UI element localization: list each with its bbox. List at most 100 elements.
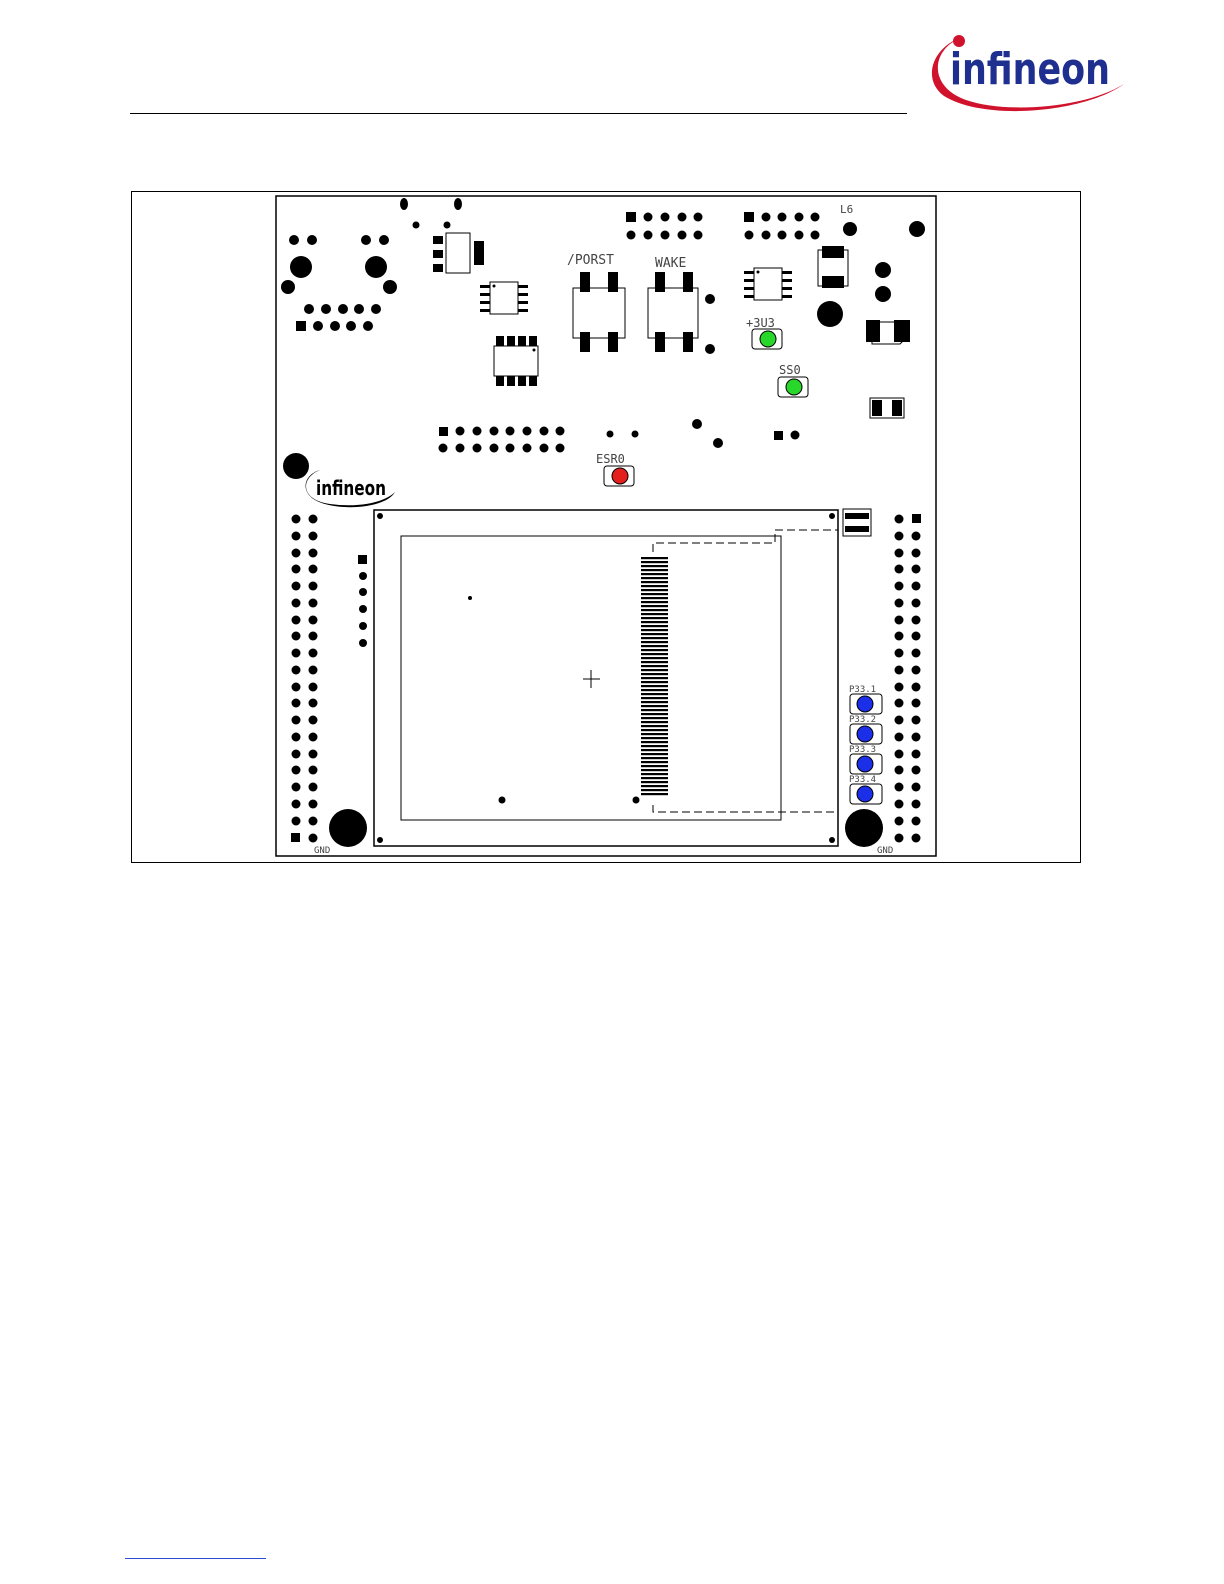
footer-link-rule bbox=[125, 1558, 266, 1559]
connector-pin bbox=[641, 637, 668, 639]
connector-pin bbox=[641, 685, 668, 687]
center-crosshair bbox=[583, 670, 600, 688]
connector-outline-dashed bbox=[653, 530, 838, 812]
connector-pin bbox=[641, 633, 668, 635]
connector-pin bbox=[641, 777, 668, 779]
connector-pin bbox=[641, 665, 668, 667]
connector-pin bbox=[641, 733, 668, 735]
pcb-layout-diagram: L6 /PORST WAKE bbox=[0, 0, 1224, 900]
connector-pin bbox=[641, 601, 668, 603]
connector-pin bbox=[641, 749, 668, 751]
connector-pin bbox=[641, 669, 668, 671]
led-p33-4 bbox=[850, 784, 882, 804]
porst-button bbox=[573, 272, 625, 352]
connector-pin bbox=[641, 701, 668, 703]
connector-pin bbox=[641, 769, 668, 771]
connector-pin bbox=[641, 589, 668, 591]
connector-pin bbox=[641, 721, 668, 723]
led-p33-3 bbox=[850, 754, 882, 774]
gnd-pad-right bbox=[845, 809, 883, 847]
led-esr0 bbox=[604, 466, 634, 486]
label-ss0: SS0 bbox=[779, 363, 801, 377]
led-ss0 bbox=[778, 377, 808, 397]
label-gnd-right: GND bbox=[877, 846, 893, 856]
header-1x6 bbox=[358, 555, 367, 647]
so8-chip-3 bbox=[744, 268, 792, 300]
connector-pin bbox=[641, 661, 668, 663]
connector-pin bbox=[641, 697, 668, 699]
via-right-2 bbox=[875, 286, 891, 302]
capacitor-right bbox=[866, 320, 910, 344]
via-l6 bbox=[843, 222, 857, 236]
connector-pin bbox=[641, 761, 668, 763]
connector-pin bbox=[641, 729, 668, 731]
connector-pin bbox=[641, 693, 668, 695]
led-3v3 bbox=[752, 329, 782, 349]
vias-top bbox=[400, 198, 462, 229]
label-wake: WAKE bbox=[655, 256, 686, 271]
connector-pin bbox=[641, 781, 668, 783]
connector-pin bbox=[641, 773, 668, 775]
label-gnd-left: GND bbox=[314, 846, 330, 856]
connector-pin bbox=[641, 593, 668, 595]
top-left-connector bbox=[281, 235, 397, 331]
connector-pin bbox=[641, 625, 668, 627]
connector-pin bbox=[641, 569, 668, 571]
connector-pin bbox=[641, 785, 668, 787]
header-2x5-b bbox=[744, 212, 820, 240]
diode-component bbox=[818, 246, 848, 288]
connector-pin bbox=[641, 565, 668, 567]
label-l6: L6 bbox=[840, 203, 853, 216]
connector-pin bbox=[641, 765, 668, 767]
fine-pitch-connector bbox=[641, 557, 668, 795]
silk-logo-text: infineon bbox=[316, 476, 386, 500]
sot-component bbox=[433, 233, 484, 273]
connector-pin bbox=[641, 573, 668, 575]
connector-pin bbox=[641, 717, 668, 719]
so8-chip-2 bbox=[494, 336, 538, 386]
so8-chip-1 bbox=[480, 282, 528, 314]
connector-pin bbox=[641, 793, 668, 795]
silk-infineon-logo: infineon bbox=[306, 470, 395, 507]
connector-pin bbox=[641, 689, 668, 691]
label-3v3: +3U3 bbox=[746, 316, 775, 330]
connector-pin bbox=[641, 641, 668, 643]
resistor-right bbox=[870, 398, 904, 418]
connector-pin bbox=[641, 585, 668, 587]
via-logo-left bbox=[283, 453, 309, 479]
connector-pin bbox=[641, 745, 668, 747]
connector-pin bbox=[641, 657, 668, 659]
right-header-columns bbox=[895, 514, 922, 843]
header-2x5-a bbox=[626, 212, 703, 240]
connector-pin bbox=[641, 713, 668, 715]
via-wake-1 bbox=[705, 294, 715, 304]
via-right-1 bbox=[875, 262, 891, 278]
connector-pin bbox=[641, 621, 668, 623]
connector-pin bbox=[641, 577, 668, 579]
connector-pin bbox=[641, 757, 668, 759]
connector-pin bbox=[641, 613, 668, 615]
connector-pin bbox=[641, 609, 668, 611]
socket-corner-vias bbox=[377, 513, 835, 843]
wake-button bbox=[648, 272, 698, 352]
header-2x8 bbox=[439, 427, 565, 453]
connector-pin bbox=[641, 629, 668, 631]
connector-pin bbox=[641, 653, 668, 655]
small-switch bbox=[843, 509, 871, 536]
connector-pin bbox=[641, 673, 668, 675]
left-header-columns bbox=[291, 515, 318, 843]
label-esr0: ESR0 bbox=[596, 452, 625, 466]
connector-pin bbox=[641, 677, 668, 679]
connector-pin bbox=[641, 605, 668, 607]
label-porst: /PORST bbox=[567, 253, 614, 268]
connector-pin bbox=[641, 561, 668, 563]
connector-pin bbox=[641, 741, 668, 743]
connector-pin bbox=[641, 789, 668, 791]
connector-pin bbox=[641, 581, 668, 583]
connector-pin bbox=[641, 725, 668, 727]
via-large-right bbox=[817, 301, 843, 327]
connector-pin bbox=[641, 705, 668, 707]
gnd-pad-left bbox=[329, 809, 367, 847]
led-p33-2 bbox=[850, 724, 882, 744]
connector-pin bbox=[641, 557, 668, 559]
